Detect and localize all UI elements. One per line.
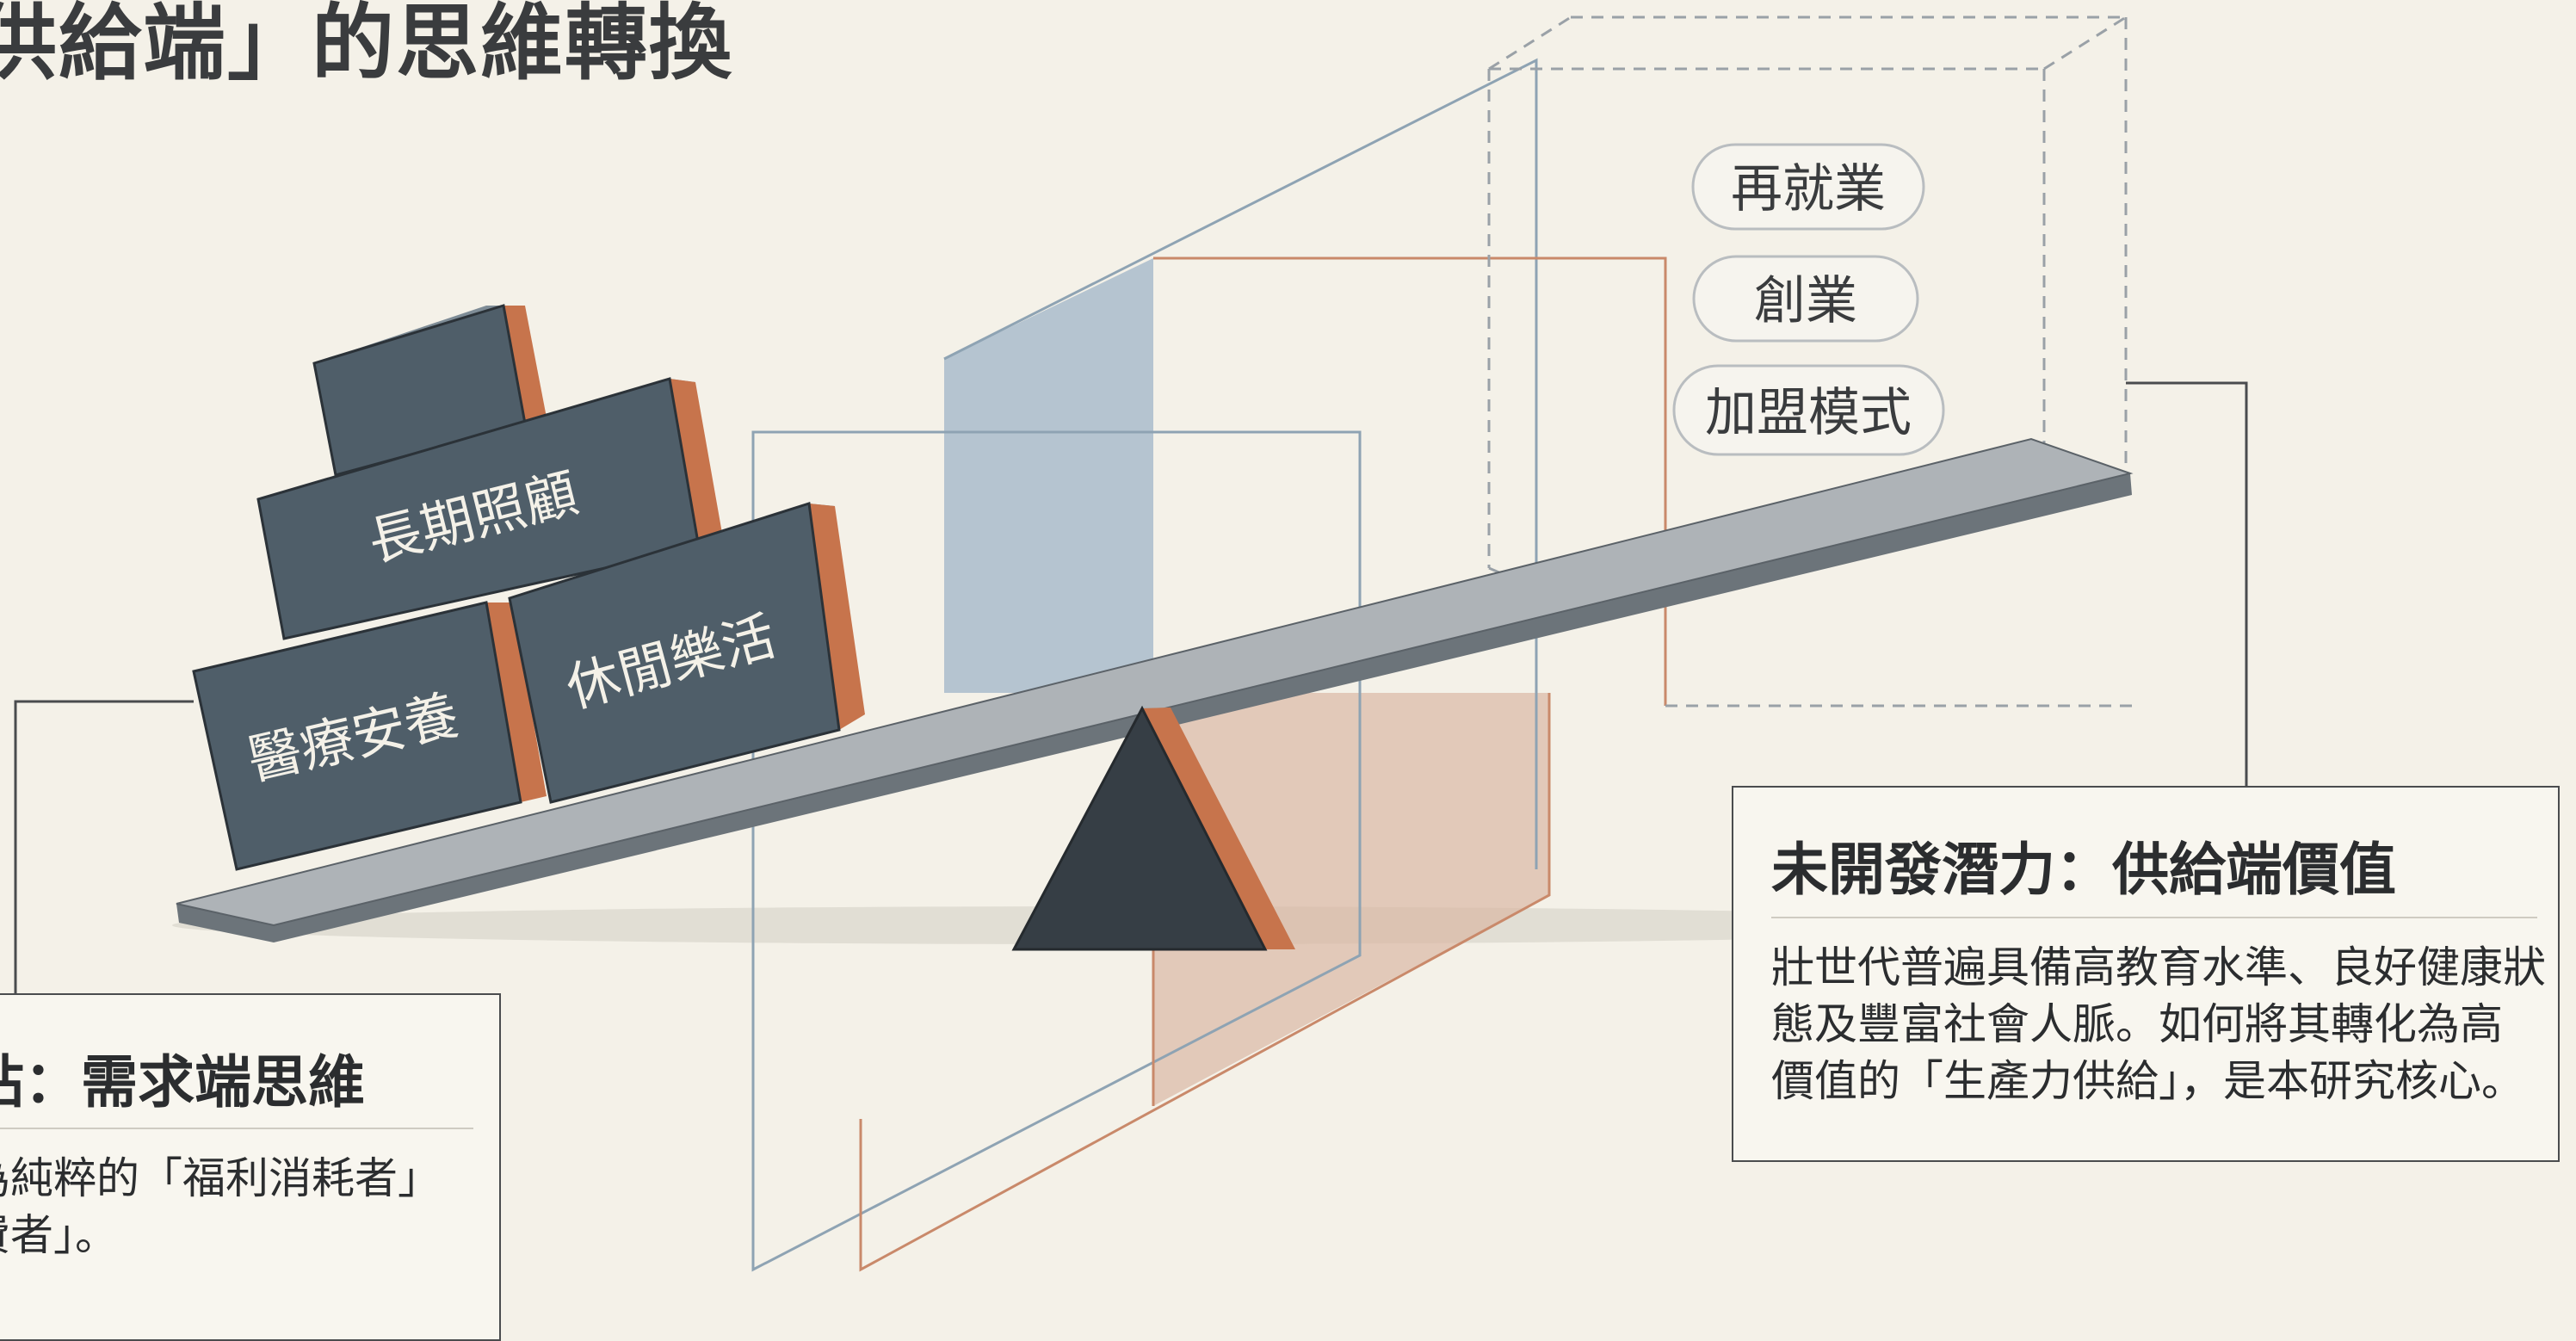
demand-side-body: 為純粹的「福利消耗者」 費者」。	[0, 1150, 441, 1264]
supply-side-line-1: 壯世代普遍具備高教育水準、良好健康狀	[1771, 942, 2546, 992]
orange-translucent-panel	[1153, 693, 1549, 1106]
block-leisure	[508, 502, 865, 804]
tag-franchise: 加盟模式	[1672, 364, 1945, 456]
supply-side-line-3: 價值的「生產力供給」，是本研究核心。	[1771, 1056, 2524, 1106]
right-connector	[2126, 381, 2248, 786]
block-medical-care	[192, 601, 547, 871]
tag-reemployment: 再就業	[1691, 143, 1925, 231]
blue-translucent-panel	[944, 258, 1153, 693]
tag-startup: 創業	[1692, 255, 1919, 343]
demand-side-line-2: 費者」。	[0, 1210, 118, 1260]
blue-frame-front	[751, 430, 1362, 1272]
seesaw-diagram: 長期照顧 醫療安養 休閒樂活 再就業 創業 加盟模式	[14, 15, 2248, 1272]
demand-side-divider	[0, 1128, 473, 1129]
tag-reemployment-label: 再就業	[1731, 159, 1886, 219]
supply-side-body: 壯世代普遍具備高教育水準、良好健康狀 態及豐富社會人脈。如何將其轉化為高 價值的…	[1771, 939, 2546, 1109]
demand-side-heading: 站：需求端思維	[0, 1049, 365, 1115]
supply-side-line-2: 態及豐富社會人脈。如何將其轉化為高	[1771, 999, 2503, 1049]
tag-franchise-label: 加盟模式	[1705, 383, 1912, 443]
seesaw-beam	[176, 437, 2134, 942]
orange-frame-lower	[859, 693, 1551, 1272]
page-title: 供給端」的思維轉換	[0, 0, 733, 91]
demand-side-line-1: 為純粹的「福利消耗者」	[0, 1153, 441, 1203]
demand-side-callout: 站：需求端思維 為純粹的「福利消耗者」 費者」。	[0, 993, 501, 1341]
fulcrum	[1011, 705, 1295, 951]
block-top	[312, 304, 547, 477]
left-connector	[14, 700, 194, 993]
supply-side-heading: 未開發潛力：供給端價值	[1771, 837, 2396, 903]
supply-side-divider	[1771, 917, 2537, 918]
tag-startup-label: 創業	[1754, 271, 1857, 331]
supply-side-callout: 未開發潛力：供給端價值 壯世代普遍具備高教育水準、良好健康狀 態及豐富社會人脈。…	[1732, 786, 2560, 1162]
